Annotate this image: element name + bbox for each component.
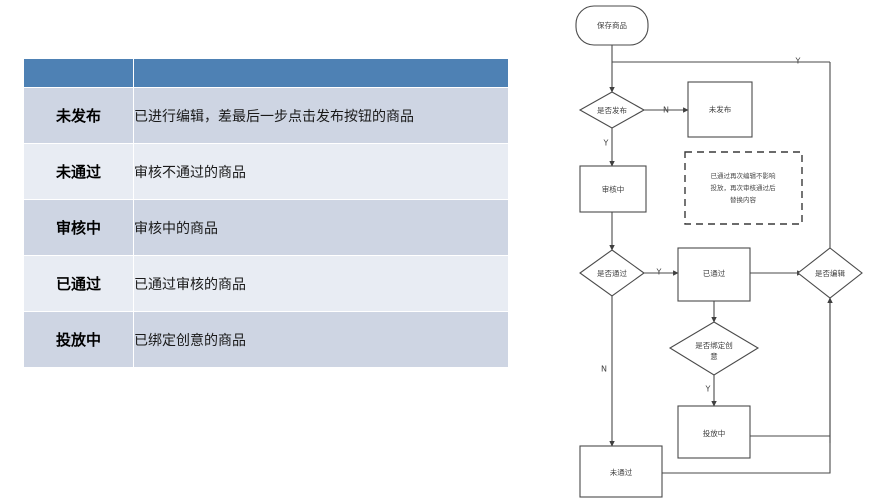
table-header-cell-desc	[133, 58, 509, 88]
status-description: 已通过审核的商品	[133, 255, 509, 312]
node-unpublished	[687, 81, 753, 138]
node-is-bound-creative-label-line2: 意	[710, 351, 718, 361]
node-is-published-label: 是否发布	[597, 105, 627, 115]
node-serving	[677, 405, 751, 459]
status-name: 未发布	[23, 87, 134, 144]
note-box	[684, 151, 803, 225]
edge-label-bind-y: Y	[705, 385, 711, 394]
table-header	[23, 58, 509, 88]
node-not-passed-label: 未通过	[610, 467, 633, 477]
table-row: 未发布 已进行编辑，差最后一步点击发布按钮的商品	[23, 87, 509, 144]
table-header-row	[23, 58, 509, 88]
note-line-2: 投放，再次审核通过后	[711, 183, 777, 192]
table-body: 未发布 已进行编辑，差最后一步点击发布按钮的商品 未通过 审核不通过的商品 审核…	[23, 87, 509, 368]
edge-label-pass-y: Y	[656, 268, 662, 277]
edge-label-publish-n: N	[663, 106, 669, 115]
status-name: 投放中	[23, 311, 134, 368]
table-header-cell-name	[23, 58, 134, 88]
edge-label-pass-n: N	[601, 365, 607, 374]
node-reviewing-label: 审核中	[602, 184, 625, 194]
node-is-bound-creative	[668, 321, 760, 376]
status-description: 已进行编辑，差最后一步点击发布按钮的商品	[133, 87, 509, 144]
edge-notpassed-to-right	[662, 443, 831, 474]
node-start	[575, 5, 649, 46]
node-is-passed-label: 是否通过	[597, 268, 627, 278]
node-is-passed	[579, 249, 645, 297]
node-serving-label: 投放中	[703, 428, 726, 438]
edge-label-publish-y: Y	[603, 139, 609, 148]
edge-label-top-y: Y	[795, 57, 801, 66]
note-line-3: 替换内容	[730, 195, 757, 204]
table-row: 投放中 已绑定创意的商品	[23, 311, 509, 368]
status-description: 已绑定创意的商品	[133, 311, 509, 368]
status-name: 已通过	[23, 255, 134, 312]
node-not-passed	[579, 445, 663, 498]
status-name: 审核中	[23, 199, 134, 256]
status-description: 审核不通过的商品	[133, 143, 509, 200]
status-table: 未发布 已进行编辑，差最后一步点击发布按钮的商品 未通过 审核不通过的商品 审核…	[23, 58, 509, 368]
node-start-label: 保存商品	[597, 20, 627, 30]
status-description: 审核中的商品	[133, 199, 509, 256]
status-name: 未通过	[23, 143, 134, 200]
table-row: 未通过 审核不通过的商品	[23, 143, 509, 200]
node-passed-label: 已通过	[703, 268, 726, 278]
node-is-bound-creative-label-line1: 是否绑定创	[695, 340, 733, 350]
node-is-published	[578, 91, 646, 129]
node-unpublished-label: 未发布	[709, 104, 732, 114]
note-line-1: 已通过再次编辑不影响	[711, 171, 777, 180]
node-passed	[677, 247, 751, 302]
node-is-edited	[797, 247, 863, 299]
table-row: 审核中 审核中的商品	[23, 199, 509, 256]
table-row: 已通过 已通过审核的商品	[23, 255, 509, 312]
node-reviewing	[579, 165, 647, 213]
product-status-flowchart: 保存商品 是否发布 未发布 审核中 已通过再次编辑不影响 投放，再次审核通过后 …	[540, 0, 879, 500]
node-is-edited-label: 是否编辑	[815, 268, 845, 278]
